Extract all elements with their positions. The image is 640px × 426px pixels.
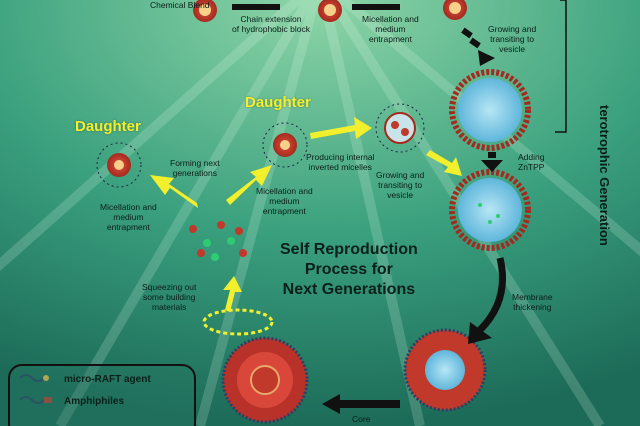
black-arrows	[322, 27, 506, 414]
label-core: Core	[352, 414, 371, 424]
yellow-arrows	[150, 117, 462, 312]
legend-row-raft: micro-RAFT agent	[20, 374, 151, 385]
squeezed-ring	[202, 308, 274, 336]
micelle-top-1	[193, 0, 217, 22]
top-arrows	[232, 4, 400, 10]
generation-bracket	[555, 0, 567, 133]
micelle-top-2	[318, 0, 342, 22]
micelle-top-3	[443, 0, 467, 20]
label-micellation-left: Micellation and medium entrapment	[100, 202, 157, 232]
legend-raft-label: micro-RAFT agent	[64, 374, 151, 385]
vesicle-4	[221, 336, 309, 424]
micelle-daughter-left	[96, 142, 142, 188]
vesicle-3	[403, 328, 487, 412]
process-title: Self Reproduction Process for Next Gener…	[280, 241, 418, 298]
label-squeezing-out: Squeezing out some building materials	[142, 282, 197, 312]
vesicle-2	[449, 169, 531, 251]
label-micellation-top: Micellation and medium entrapment	[362, 14, 419, 44]
legend-row-amphiphiles: Amphiphiles	[20, 396, 124, 407]
daughter-label-left: Daughter	[75, 118, 141, 135]
label-growing-mid: Growing and transiting to vesicle	[376, 170, 425, 200]
label-producing-internal: Producing internal inverted micelles	[306, 152, 375, 172]
legend-amphiphiles-label: Amphiphiles	[64, 396, 125, 407]
label-forming-next: Forming next generations	[170, 158, 220, 178]
label-micellation-mid: Micellation and medium entrapment	[256, 186, 313, 216]
label-growing-top: Growing and transiting to vesicle	[488, 24, 537, 54]
inverted-micelles	[375, 103, 425, 153]
building-materials	[189, 221, 247, 261]
label-adding-zntpp: Adding ZnTPP	[518, 152, 545, 172]
micelle-daughter-mid	[262, 122, 308, 168]
label-membrane-thickening: Membrane thickening	[512, 292, 553, 312]
legend-samples	[19, 374, 52, 404]
legend-box: micro-RAFT agent Amphiphiles	[8, 364, 196, 426]
label-chain-extension: Chain extension of hydrophobic block	[232, 14, 310, 34]
vesicle-1	[449, 69, 531, 151]
daughter-label-mid: Daughter	[245, 94, 311, 111]
label-chemical-blend: Chemical Blend	[150, 0, 210, 10]
vertical-title: terotrophic Generation	[597, 105, 612, 246]
